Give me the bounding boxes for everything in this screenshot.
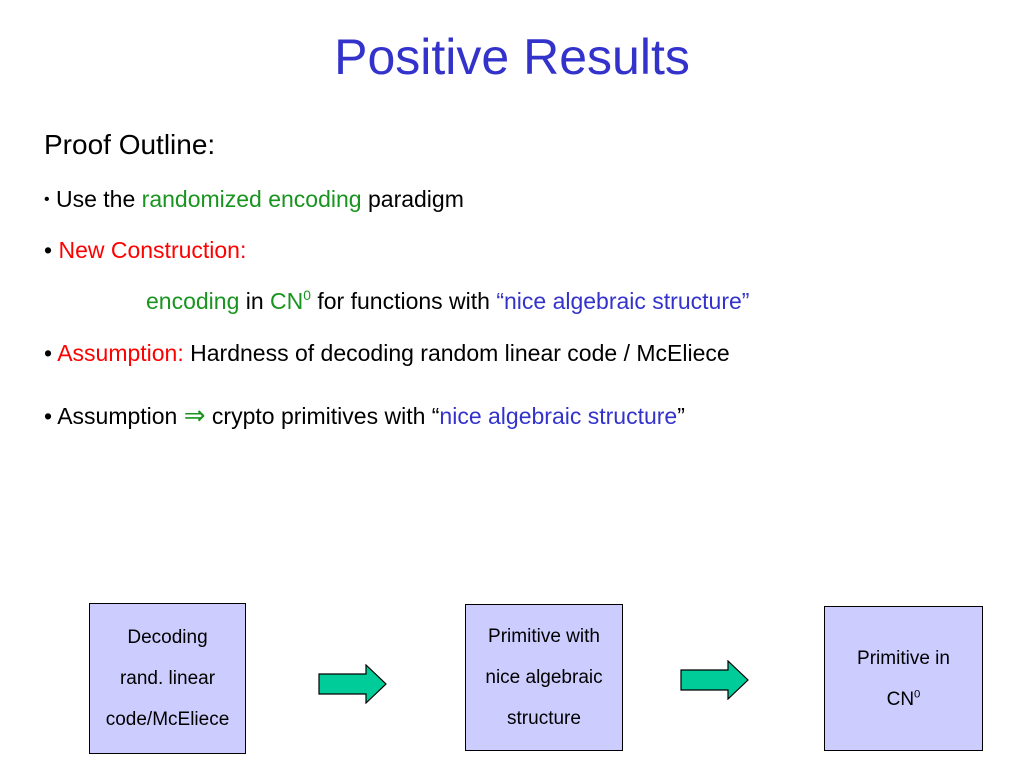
text: Use the <box>56 186 142 212</box>
right-arrow-icon <box>680 660 749 700</box>
text: paradigm <box>361 186 464 212</box>
highlight-nice-structure: “nice algebraic structure” <box>496 288 750 314</box>
cn-text: CN <box>270 288 304 314</box>
text: Assumption <box>57 403 184 429</box>
bullet-marker: • <box>44 237 53 263</box>
highlight-assumption: Assumption: <box>57 340 184 366</box>
slide-title: Positive Results <box>334 29 690 85</box>
highlight-encoding: encoding <box>146 288 240 314</box>
implies-icon: ⇒ <box>183 400 206 430</box>
highlight-randomized-encoding: randomized encoding <box>141 186 362 212</box>
bullet-marker: • <box>44 403 53 429</box>
text: ” <box>677 403 685 429</box>
box-line: Decoding <box>127 627 208 648</box>
cn-superscript: 0 <box>914 688 921 701</box>
highlight-cn0: CN0 <box>270 288 311 314</box>
text: crypto primitives with “ <box>205 403 440 429</box>
box-line: structure <box>507 708 581 729</box>
proof-outline-heading: Proof Outline: <box>44 129 216 160</box>
highlight-new-construction: New Construction: <box>58 237 247 263</box>
bullet-marker: • <box>44 191 50 208</box>
box-line: code/McEliece <box>105 709 230 730</box>
bullet-randomized-encoding: • Use the randomized encoding paradigm <box>44 186 464 214</box>
bullet-marker: • <box>44 340 53 366</box>
text: for functions with <box>310 288 497 314</box>
flow-box-primitive-cn0: Primitive in CN0 <box>824 606 983 751</box>
cn-superscript: 0 <box>303 288 311 304</box>
bullet-assumption-implies: • Assumption ⇒ crypto primitives with “n… <box>44 400 685 431</box>
right-arrow-icon <box>318 664 387 704</box>
cn-text: CN <box>886 688 915 710</box>
bullet-assumption-hardness: • Assumption: Hardness of decoding rando… <box>44 340 730 368</box>
flow-box-decoding: Decoding rand. linear code/McEliece <box>89 603 246 754</box>
box-line: Primitive in <box>857 647 950 669</box>
box-line: rand. linear <box>119 668 216 689</box>
highlight-nice-structure: nice algebraic structure <box>439 403 678 429</box>
box-line: nice algebraic <box>485 667 603 688</box>
box-line-cn0: CN0 <box>857 679 950 720</box>
box-line: Primitive with <box>488 626 600 647</box>
text: in <box>239 288 271 314</box>
construction-detail: encoding in CN0 for functions with “nice… <box>146 288 749 316</box>
bullet-new-construction: • New Construction: <box>44 237 246 265</box>
flow-box-primitive-algebraic: Primitive with nice algebraic structure <box>465 604 623 751</box>
text: Hardness of decoding random linear code … <box>183 340 730 366</box>
